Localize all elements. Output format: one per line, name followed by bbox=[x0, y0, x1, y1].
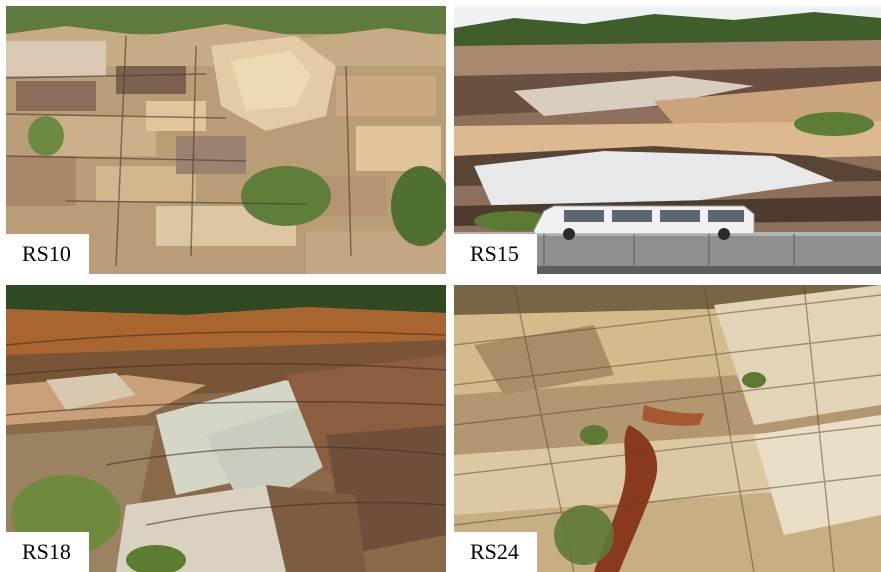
photo-panel-rs10: RS10 bbox=[6, 6, 446, 274]
sample-label: RS18 bbox=[6, 532, 89, 572]
van-shape bbox=[533, 205, 755, 240]
photo-panel-rs15: RS15 bbox=[454, 6, 881, 274]
photo-panel-rs24: RS24 bbox=[454, 285, 881, 572]
sample-label: RS10 bbox=[6, 234, 89, 274]
sample-label: RS15 bbox=[454, 234, 537, 274]
outcrop-photo-rs18 bbox=[6, 285, 446, 572]
sample-label: RS24 bbox=[454, 532, 537, 572]
photo-panel-rs18: RS18 bbox=[6, 285, 446, 572]
outcrop-photo-rs24 bbox=[454, 285, 881, 572]
outcrop-photo-rs10 bbox=[6, 6, 446, 274]
